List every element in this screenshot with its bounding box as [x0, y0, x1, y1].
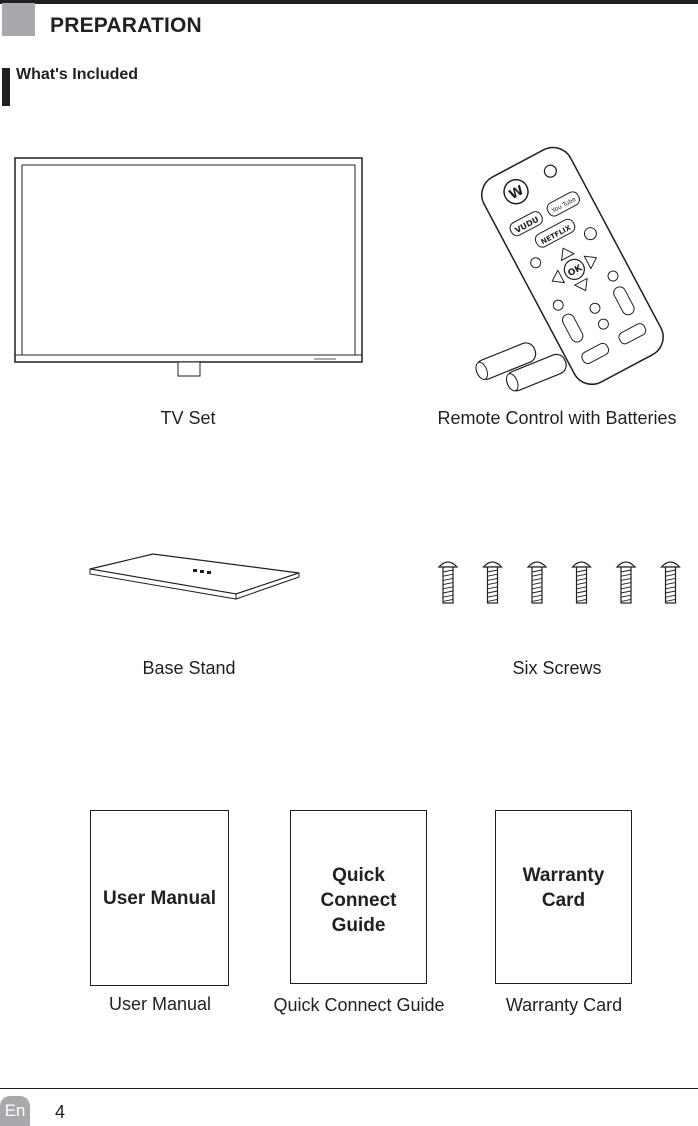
screw-icon: [615, 561, 637, 604]
tv-caption: TV Set: [160, 408, 216, 428]
user-manual-booklet: User Manual: [90, 810, 229, 986]
subsection-title: What's Included: [16, 66, 139, 83]
screws-caption: Six Screws: [512, 658, 602, 678]
quick-guide-caption: Quick Connect Guide: [273, 995, 445, 1015]
warranty-cover-text: Warranty Card: [522, 865, 605, 911]
quick-guide-cover-text: Quick Connect Guide: [320, 865, 397, 936]
stand-caption: Base Stand: [142, 658, 236, 678]
remote-illustration: W VUDU You Tube NETFLIX OK: [475, 146, 664, 392]
screw-icon: [571, 561, 592, 604]
screw-icon: [526, 561, 548, 604]
screws-illustration: [437, 561, 681, 604]
language-badge: En: [0, 1096, 30, 1126]
section-marker: [2, 3, 35, 36]
warranty-card: Warranty Card: [495, 810, 632, 984]
screw-icon: [437, 561, 459, 604]
quick-guide-booklet: Quick Connect Guide: [290, 810, 427, 984]
user-manual-cover-text: User Manual: [103, 887, 216, 909]
screw-icon: [660, 561, 681, 604]
user-manual-caption: User Manual: [108, 994, 212, 1014]
subsection-marker: [2, 68, 10, 106]
section-title: PREPARATION: [50, 14, 202, 37]
stand-illustration: [89, 553, 300, 600]
tv-illustration: [14, 157, 363, 377]
page-number: 4: [55, 1102, 66, 1122]
warranty-caption: Warranty Card: [505, 995, 623, 1015]
footer-rule: [0, 1088, 698, 1089]
svg-text:W: W: [507, 183, 527, 203]
screw-icon: [482, 561, 503, 604]
remote-caption: Remote Control with Batteries: [437, 408, 677, 428]
top-rule: [0, 0, 698, 4]
